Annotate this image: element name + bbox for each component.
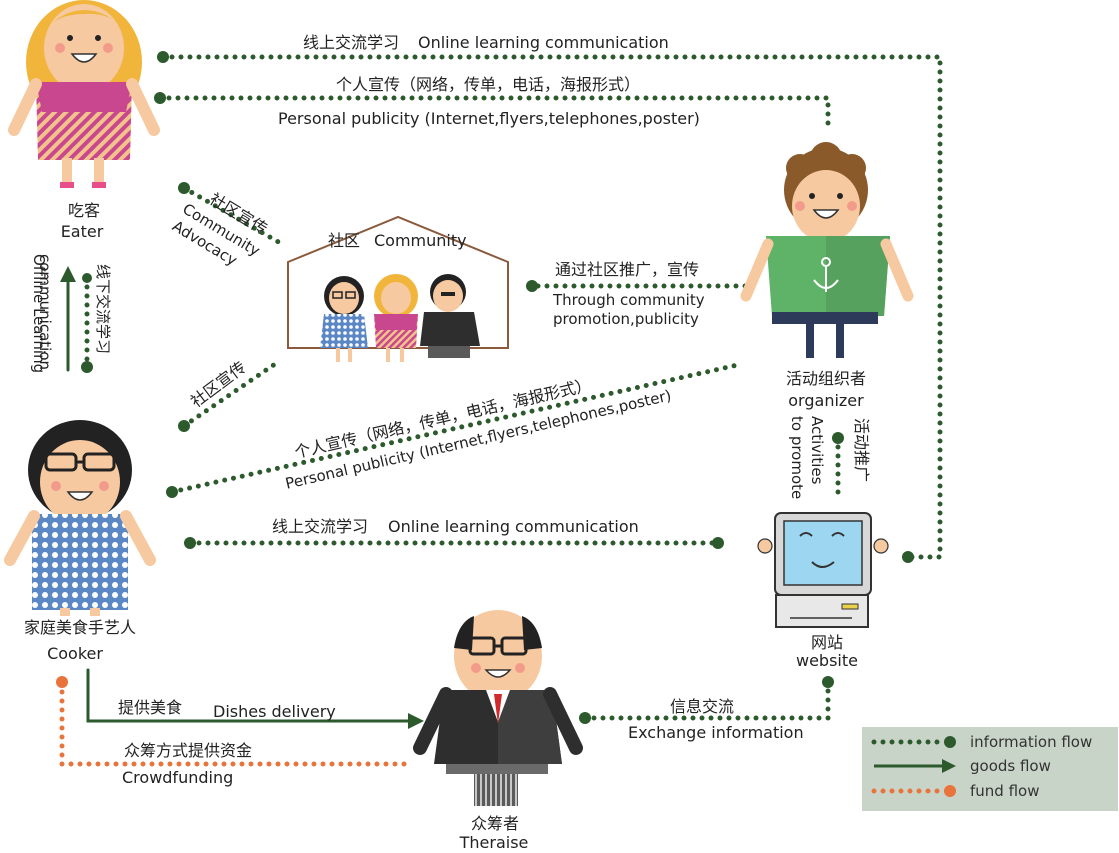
legend-fund-item: fund flow: [871, 782, 1039, 800]
exchange-cn: 信息交流: [670, 697, 734, 716]
goods-arrowhead-dishes: [408, 713, 424, 729]
top-personal-en: Personal publicity (Internet,flyers,tele…: [278, 109, 700, 128]
raiser-label-cn: 众筹者: [471, 814, 519, 833]
organizer-label-en: organizer: [788, 391, 864, 410]
community-label-en: Community: [374, 231, 467, 250]
flow-organizer-eater-publicity: [157, 95, 831, 135]
offline-cn: 线下交流学习: [94, 264, 112, 354]
community-label-cn: 社区: [328, 231, 360, 250]
flow-community-cooker-advocacy: [181, 359, 281, 429]
raiser-label-en: Theraise: [459, 833, 529, 852]
activities-cn: 活动推广: [852, 418, 871, 482]
goods-flow-dishes: [86, 668, 412, 723]
flow-community-eater-advocacy: [181, 185, 285, 247]
activities-en-2: to promote: [788, 416, 806, 499]
flow-eater-website-online: [160, 54, 943, 560]
website-label-en: website: [796, 651, 858, 670]
goods-arrowhead-offline: [60, 266, 76, 282]
website-monitor-icon: [757, 512, 889, 628]
legend-goods-item: goods flow: [874, 757, 1051, 775]
mid-online-en: Online learning communication: [388, 517, 639, 536]
via-community-cn: 通过社区推广，宣传: [555, 260, 699, 279]
flow-raiser-website-exchange: [582, 679, 831, 721]
community-person-raiser: [420, 274, 480, 358]
community-person-eater: [374, 274, 418, 362]
mid-online-cn: 线上交流学习: [272, 517, 368, 536]
offline-en-1: Offline Learning: [30, 254, 48, 373]
exchange-en: Exchange information: [628, 723, 804, 742]
cooker-figure: [4, 420, 156, 616]
eater-figure: [8, 0, 160, 188]
top-personal-cn: 个人宣传（网络，传单，电话，海报形式）: [336, 75, 640, 94]
offline-en-2: communication: [36, 254, 54, 370]
via-community-en-2: promotion,publicity: [553, 310, 699, 328]
raiser-figure: [413, 610, 583, 806]
organizer-figure: [740, 142, 914, 358]
legend-fund-label: fund flow: [970, 782, 1039, 800]
top-online-cn: 线上交流学习: [303, 33, 399, 52]
legend-info-item: information flow: [871, 733, 1092, 751]
via-community-en-1: Through community: [552, 291, 705, 309]
flow-endpoints: [56, 51, 914, 724]
eater-label-en: Eater: [61, 222, 104, 241]
cooker-label-en: Cooker: [47, 644, 103, 663]
community-advocacy-cn: 社区宣传: [187, 357, 250, 411]
legend-info-label: information flow: [970, 733, 1092, 751]
organizer-label-cn: 活动组织者: [786, 369, 866, 388]
eater-label-cn: 吃客: [68, 201, 100, 220]
dishes-cn: 提供美食: [118, 698, 182, 717]
activities-en-1: Activities: [808, 416, 826, 485]
top-online-en: Online learning communication: [418, 33, 669, 52]
dishes-en: Dishes delivery: [213, 702, 336, 721]
community-person-cooker: [320, 276, 368, 362]
legend-goods-label: goods flow: [970, 757, 1051, 775]
crowd-en: Crowdfunding: [122, 768, 233, 787]
flow-lines: [59, 54, 943, 767]
fund-flow-crowdfunding: [59, 679, 407, 767]
community-house: [287, 215, 509, 362]
flow-organizer-cooker-publicity: [169, 361, 745, 495]
legend: information flow goods flow fund flow: [862, 727, 1118, 811]
crowd-cn: 众筹方式提供资金: [124, 741, 252, 760]
cooker-label-cn: 家庭美食手艺人: [24, 618, 136, 637]
website-label-cn: 网站: [811, 633, 843, 652]
